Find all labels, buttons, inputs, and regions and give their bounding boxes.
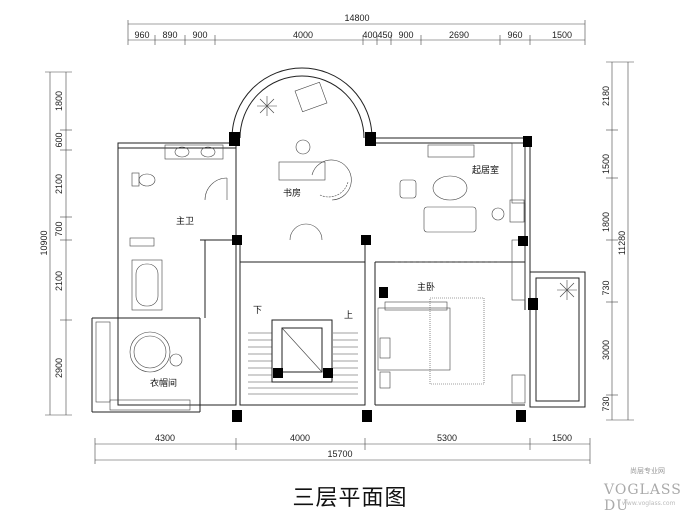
watermark-chinese: 尚层专业网	[630, 467, 665, 475]
dim-top-seg-6: 900	[398, 30, 413, 40]
room-label-study: 书房	[283, 187, 301, 199]
dim-bottom-total: 15700	[327, 449, 352, 459]
dim-bottom-seg-1: 4000	[290, 433, 310, 443]
stair-label-up: 上	[344, 310, 353, 321]
dim-right-total: 11280	[617, 231, 627, 255]
dim-left-total: 10900	[39, 230, 49, 255]
dim-top-seg-8: 960	[507, 30, 522, 40]
dim-top-seg-7: 2690	[449, 30, 469, 40]
structural-columns	[229, 132, 538, 422]
dim-top-seg-2: 900	[192, 30, 207, 40]
dim-left-seg-0: 1800	[54, 91, 64, 111]
dim-top-seg-9: 1500	[552, 30, 572, 40]
stair-label-down: 下	[253, 306, 262, 316]
dim-right-seg-5: 730	[601, 396, 611, 411]
dim-top-seg-0: 960	[134, 30, 149, 40]
room-label-master-bath: 主卫	[176, 215, 194, 227]
right-dimension-chain: 2180 1500 1800 730 3000 730 11280	[601, 61, 634, 421]
dim-left-seg-4: 2100	[54, 271, 64, 291]
dim-left-seg-5: 2900	[54, 358, 64, 378]
dim-right-seg-0: 2180	[601, 86, 611, 106]
dim-bottom-seg-3: 1500	[552, 433, 572, 443]
dim-right-seg-3: 730	[601, 280, 611, 295]
dim-top-seg-4: 400	[362, 30, 377, 40]
walls	[91, 67, 586, 413]
room-label-master-bed: 主卧	[417, 281, 435, 293]
watermark-url: www.voglass.com	[622, 500, 676, 507]
plan-title: 三层平面图	[292, 486, 408, 511]
dim-left-seg-2: 2100	[54, 174, 64, 194]
watermark-logo-text: VOGLASS DU	[604, 482, 682, 514]
dim-right-seg-4: 3000	[601, 340, 611, 360]
dim-top-seg-1: 890	[162, 30, 177, 40]
dim-left-seg-1: 600	[54, 132, 64, 147]
dim-top-seg-5: 450	[377, 30, 392, 40]
dim-top-seg-3: 4000	[293, 30, 313, 40]
dim-right-seg-1: 1500	[601, 154, 611, 174]
room-label-living: 起居室	[472, 164, 499, 176]
dim-top-total: 14800	[344, 13, 369, 23]
top-dimension-chain: 14800 960 890 900 4000 400 450 900 2690 …	[127, 13, 586, 45]
furniture	[95, 81, 577, 411]
dim-bottom-seg-0: 4300	[155, 433, 175, 443]
bottom-dimension-chain: 4300 4000 5300 1500 15700	[94, 433, 591, 464]
dim-right-seg-2: 1800	[601, 212, 611, 232]
left-dimension-chain: 1800 600 2100 700 2100 2900 10900	[39, 71, 72, 416]
dim-bottom-seg-2: 5300	[437, 433, 457, 443]
room-label-closet: 衣帽间	[150, 377, 177, 389]
dim-left-seg-3: 700	[54, 221, 64, 236]
